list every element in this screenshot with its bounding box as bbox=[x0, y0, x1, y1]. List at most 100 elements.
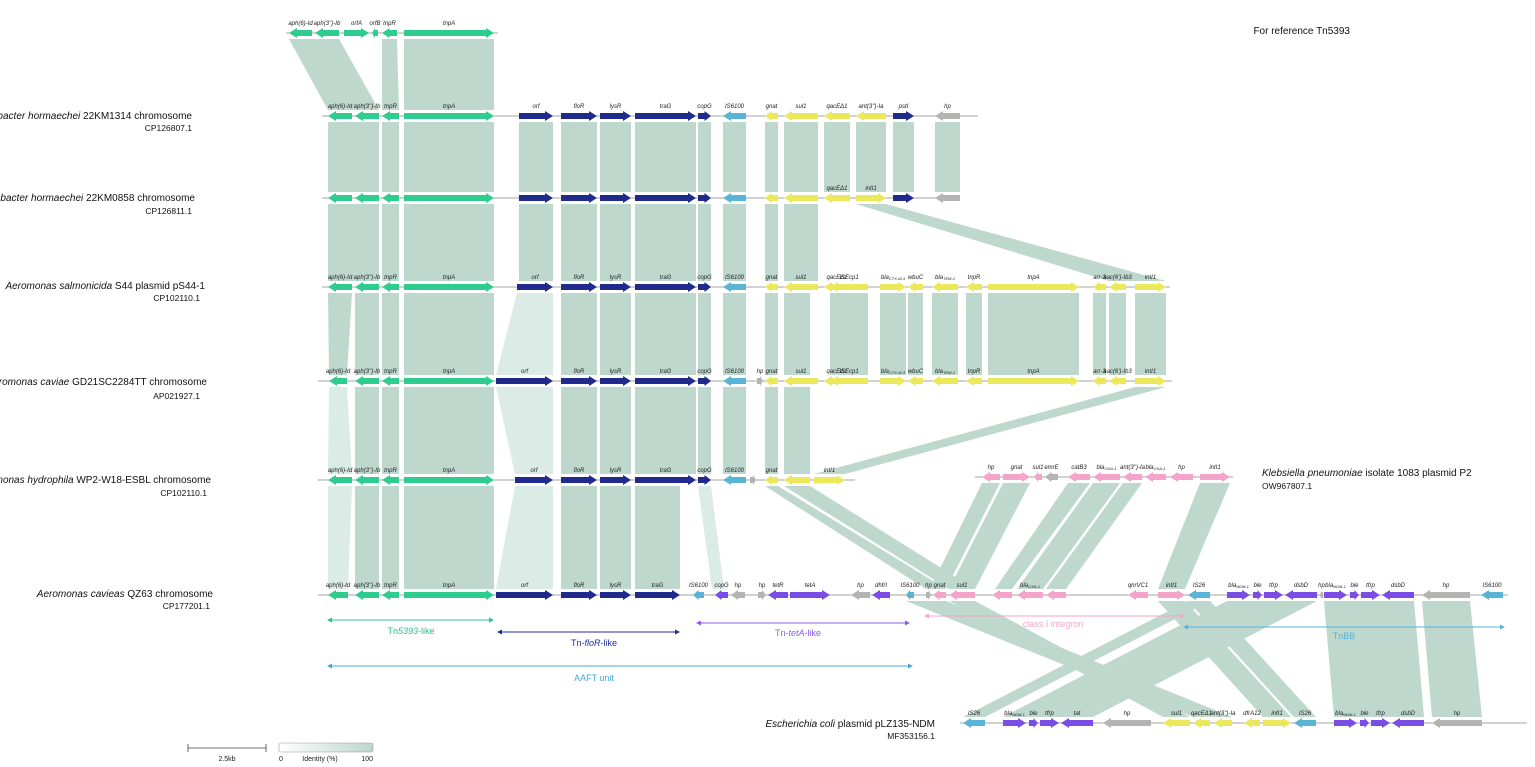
gene-label: traG bbox=[660, 104, 672, 110]
gene-label: pstI bbox=[898, 104, 909, 110]
region-annotation: class I integron bbox=[924, 613, 1185, 629]
gene-arrow bbox=[355, 111, 379, 121]
gene-label: hp bbox=[944, 104, 951, 110]
strain-name: 22KM1314 chromosome bbox=[80, 111, 192, 122]
gene-label: hp bbox=[857, 583, 864, 589]
gene-arrow bbox=[328, 282, 352, 292]
gene-arrow bbox=[731, 590, 745, 600]
homology-link bbox=[930, 483, 1000, 589]
homology-link bbox=[355, 486, 379, 589]
strain-name: plasmid pLZ135-NDM bbox=[834, 719, 935, 730]
homology-link bbox=[561, 387, 597, 474]
gene-label: tnpA bbox=[1027, 369, 1039, 375]
gene-arrow bbox=[355, 475, 379, 485]
gene-arrow bbox=[992, 590, 1012, 600]
species-name: Enterobacter hormaechei bbox=[0, 111, 81, 122]
gene-arrow bbox=[404, 28, 494, 38]
gene-arrow bbox=[1214, 718, 1232, 728]
gene-label: floR bbox=[574, 583, 585, 589]
gene-arrow bbox=[382, 376, 399, 386]
track-name: Aeromonas caviae GD21SC2284TT chromosome bbox=[0, 377, 207, 389]
homology-link bbox=[328, 122, 379, 192]
homology-link bbox=[561, 486, 597, 589]
gene-label: aph(3'')-Ib bbox=[314, 21, 341, 27]
gene-label: arr-3 bbox=[1093, 275, 1106, 281]
gene-arrow bbox=[1046, 590, 1066, 600]
gene-arrow bbox=[289, 28, 312, 38]
homology-link bbox=[635, 204, 696, 281]
gene-label: floR bbox=[574, 369, 585, 375]
track-name: For reference Tn5393 bbox=[1253, 26, 1350, 37]
gene-label: IS26 bbox=[1193, 583, 1206, 589]
gene-arrow bbox=[966, 282, 982, 292]
region-annotation: AAFT unit bbox=[327, 663, 913, 683]
track-name: Aeromonas salmonicida S44 plasmid pS44-1 bbox=[5, 281, 205, 293]
gene-arrow bbox=[635, 475, 696, 485]
homology-link bbox=[1158, 483, 1230, 589]
gene-arrow bbox=[382, 590, 399, 600]
gene-label: orf bbox=[530, 468, 538, 474]
gene-label: dsbD bbox=[1391, 583, 1406, 589]
gene-arrow bbox=[382, 282, 399, 292]
homology-link bbox=[1188, 601, 1316, 717]
region-label: Tn-tetA-like bbox=[775, 628, 821, 638]
gene-arrow bbox=[382, 475, 399, 485]
gene-label: hp bbox=[1178, 465, 1185, 471]
gene-label: sul1 bbox=[1171, 711, 1182, 717]
gene-arrow bbox=[1360, 718, 1369, 728]
gene-label: hp bbox=[925, 583, 932, 589]
gene-arrow bbox=[1103, 718, 1151, 728]
gene-arrow bbox=[355, 282, 379, 292]
arrow-head bbox=[924, 613, 929, 619]
gene-arrow bbox=[328, 590, 348, 600]
gene-label: aph(6)-Id bbox=[328, 468, 353, 474]
gene-arrow bbox=[561, 376, 597, 386]
arrow-head bbox=[1180, 613, 1185, 619]
homology-link bbox=[600, 293, 631, 375]
gene-label: copG bbox=[697, 468, 712, 474]
homology-link bbox=[635, 387, 696, 474]
region-label: AAFT unit bbox=[574, 673, 614, 683]
homology-link bbox=[723, 387, 746, 474]
gene-arrow bbox=[404, 111, 494, 121]
gene-arrow bbox=[784, 282, 818, 292]
gene-label: orf bbox=[532, 104, 540, 110]
gene-label: intI1 bbox=[824, 468, 835, 474]
gene-label: tfrp bbox=[1045, 711, 1054, 717]
gene-label: tetA bbox=[805, 583, 816, 589]
gene-label: sul1 bbox=[795, 104, 806, 110]
gene-label: traG bbox=[652, 583, 664, 589]
gene-arrow bbox=[698, 376, 711, 386]
gene-arrow bbox=[600, 475, 631, 485]
arrow-head bbox=[1500, 624, 1505, 630]
gene-arrow bbox=[328, 193, 352, 203]
homology-link bbox=[856, 122, 886, 192]
gene-arrow bbox=[515, 475, 553, 485]
homology-link bbox=[382, 486, 399, 589]
homology-link bbox=[856, 204, 1166, 281]
homology-link bbox=[404, 293, 494, 375]
homology-link bbox=[635, 293, 696, 375]
strain-name: S44 plasmid pS44-1 bbox=[112, 281, 205, 292]
region-label: Tn-floR-like bbox=[571, 638, 617, 648]
gene-label: copG bbox=[697, 104, 712, 110]
gene-label: tnpR bbox=[383, 21, 396, 27]
homology-link bbox=[600, 486, 631, 589]
gene-label: gnat bbox=[766, 369, 778, 375]
gene-arrow bbox=[355, 590, 379, 600]
arrow-head bbox=[696, 620, 701, 626]
homology-link bbox=[765, 122, 778, 192]
gene-label: ant(3'')-Ia bbox=[1120, 465, 1146, 471]
gene-arrow bbox=[698, 193, 711, 203]
arrow-head bbox=[497, 629, 502, 635]
gene-label: blaCTX-M-3 bbox=[881, 369, 906, 375]
gene-arrow bbox=[1193, 718, 1210, 728]
gene-label: intI1 bbox=[1145, 275, 1156, 281]
gene-label: aph(6)-Id bbox=[326, 369, 351, 375]
homology-link bbox=[496, 387, 553, 474]
gene-label: tnpR bbox=[968, 275, 981, 281]
